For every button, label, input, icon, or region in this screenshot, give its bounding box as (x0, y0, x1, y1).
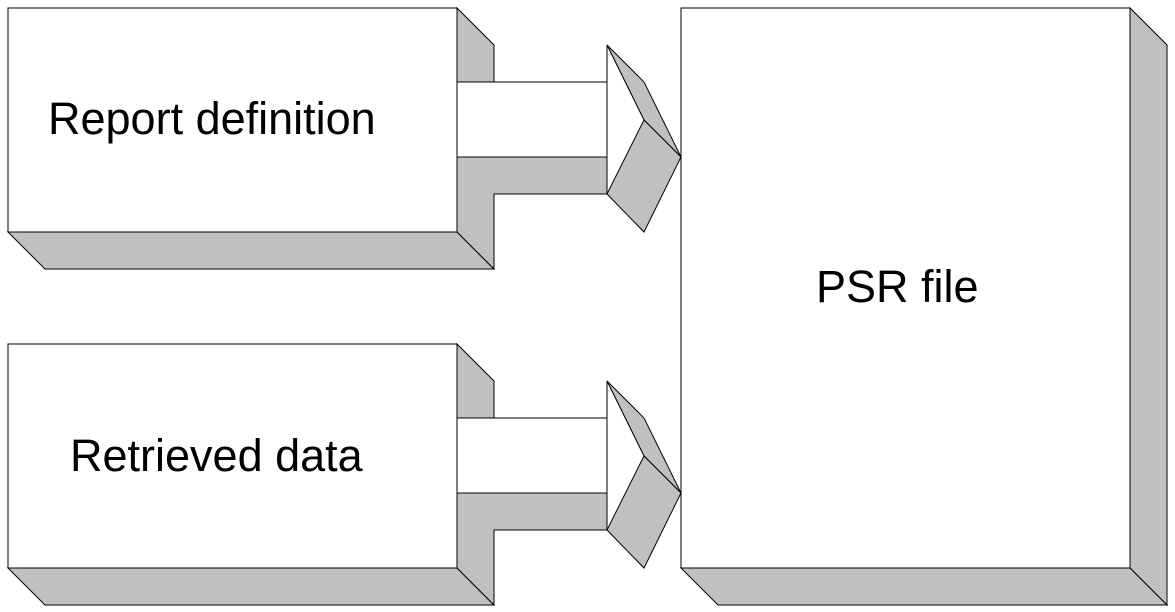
edge-report-definition-to-psr-file (456, 44, 682, 271)
retrieved-arrow-shaft-lower-face (456, 492, 608, 607)
retrieved-data-box-bottom-face (6, 567, 496, 606)
psr-file-label: PSR file (816, 261, 979, 312)
retrieved-data-label: Retrieved data (70, 430, 364, 481)
retrieved-arrow-shaft-front-face (456, 417, 608, 494)
node-psr-file: PSR file (679, 6, 1169, 607)
psr-file-box-front-face (680, 7, 1131, 569)
report-definition-box-top-notch-face (456, 6, 495, 83)
edge-retrieved-data-to-psr-file (456, 380, 682, 607)
retrieved-data-box-top-notch-face (456, 342, 495, 419)
psr-file-box-right-face (1129, 6, 1168, 607)
psr-file-box-bottom-face (679, 567, 1169, 606)
node-report-definition: Report definition (6, 6, 496, 270)
report-definition-label: Report definition (48, 93, 376, 144)
node-retrieved-data: Retrieved data (6, 342, 496, 606)
report-definition-box-bottom-face (6, 231, 496, 270)
report-arrow-shaft-front-face (456, 81, 608, 158)
report-arrow-shaft-lower-face (456, 156, 608, 271)
